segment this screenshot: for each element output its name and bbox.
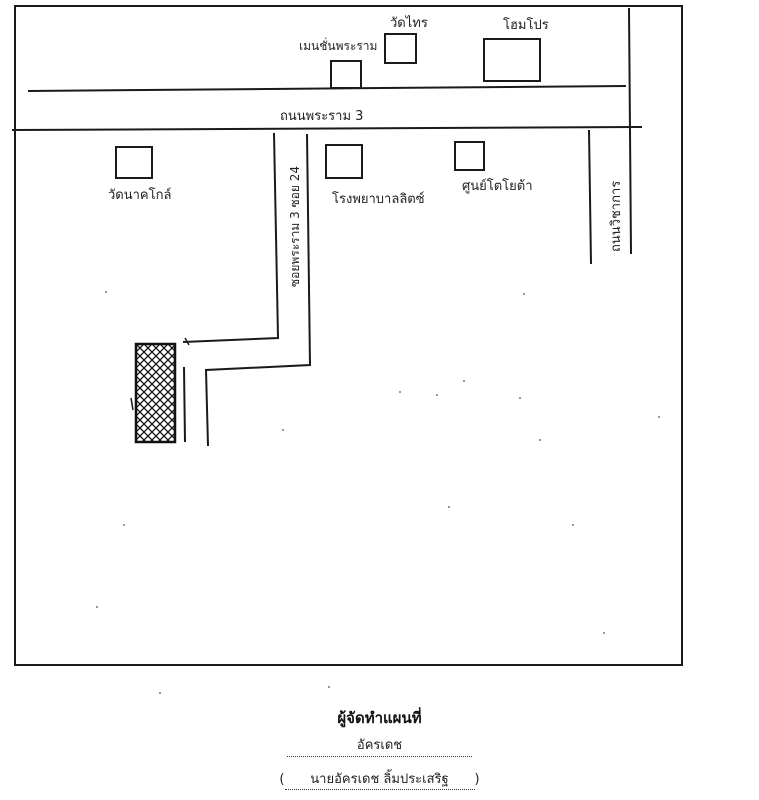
name-open-paren: ( [279, 772, 285, 787]
name-close-paren: ) [474, 772, 480, 787]
scan-specks [96, 291, 660, 694]
main-road-upper-edge [27, 85, 627, 92]
temple-box [115, 146, 153, 179]
right-road-left-edge [588, 129, 592, 265]
map-frame [14, 5, 683, 666]
soi-label: ซอยพระราม 3 ซอย 24 [288, 166, 302, 287]
right-road-right-edge [628, 7, 632, 255]
wat-thai-label: วัดไทร [390, 15, 428, 31]
map-maker-title: ผู้จัดทำแผนที่ [337, 709, 422, 727]
hotel-label: โรงพยาบาลลิตซ์ [332, 191, 425, 207]
right-road-label: ถนนวิชาการ [609, 181, 624, 252]
target-site-hatched [134, 342, 177, 444]
soi-left-edge [182, 132, 280, 343]
homepro-label: โฮมโปร [503, 17, 549, 33]
wat-thai-box [384, 33, 417, 64]
target-site-side-line [183, 366, 186, 443]
center-box [454, 141, 485, 171]
target-site-left-tick [130, 397, 134, 411]
mansion-box [330, 60, 362, 89]
soi-left-tick [184, 337, 190, 346]
printed-name: นายอัครเดช ลิ้มประเสริฐ [284, 768, 475, 790]
signature: อัครเดช [287, 734, 472, 757]
soi-right-edge [204, 133, 312, 447]
hotel-box [325, 144, 363, 179]
homepro-box [483, 38, 541, 82]
center-label: ศูนย์โตโยต้า [462, 178, 533, 194]
main-road-label: ถนนพระราม 3 [280, 109, 363, 124]
printed-name-line: (นายอัครเดช ลิ้มประเสริฐ) [0, 768, 759, 790]
signature-line: อัครเดช [0, 734, 759, 757]
temple-label: วัดนาคโกล์ [108, 187, 171, 203]
main-road-lower-edge [11, 126, 643, 131]
mansion-label: เมนชั่นพระราม [299, 37, 377, 53]
